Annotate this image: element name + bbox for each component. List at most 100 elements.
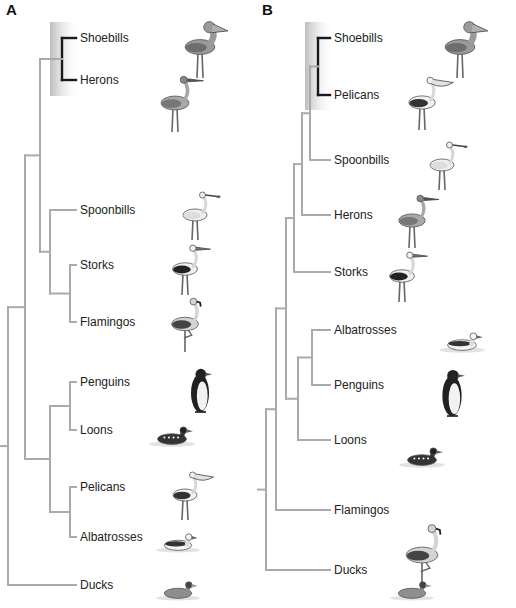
bird-beak xyxy=(187,79,203,82)
bird-leg xyxy=(172,108,178,132)
bird-head xyxy=(447,142,453,148)
tree-branch xyxy=(302,214,330,216)
bird-illustration xyxy=(185,22,228,78)
taxon-label: Spoonbills xyxy=(80,202,135,218)
bird-head xyxy=(190,245,196,251)
bird-wing xyxy=(409,99,428,107)
bird-illustration xyxy=(430,142,468,190)
tree-branch xyxy=(40,251,50,253)
bird-head xyxy=(428,525,436,533)
bird-beak xyxy=(186,429,192,433)
tree-branch xyxy=(50,405,70,407)
bird-head xyxy=(407,252,413,258)
tree-branch xyxy=(25,458,50,460)
taxon-label: Pelicans xyxy=(334,87,379,103)
taxon-label: Herons xyxy=(334,207,373,223)
taxon-label: Albatrosses xyxy=(80,529,143,545)
bird-illustration xyxy=(406,525,440,588)
tree-branch xyxy=(8,306,25,308)
panel-letter: A xyxy=(6,1,17,19)
taxon-label: Shoebills xyxy=(334,30,383,46)
tree-branch xyxy=(276,307,286,309)
bird-belly xyxy=(197,381,208,410)
tree-branch xyxy=(8,584,76,586)
bird-beak xyxy=(464,146,468,149)
bird-beak xyxy=(426,584,432,588)
panel-letter: B xyxy=(262,1,273,19)
taxon-label: Ducks xyxy=(80,577,113,593)
bird-wing xyxy=(172,320,191,328)
bird-wing xyxy=(162,99,182,108)
bird-illustration xyxy=(183,192,221,240)
highlight-branch xyxy=(62,37,76,39)
bird-head xyxy=(200,192,206,198)
taxon-label: Shoebills xyxy=(80,30,129,46)
tree-branch xyxy=(310,66,318,68)
taxon-label: Pelicans xyxy=(80,479,125,495)
bird-leg xyxy=(182,499,188,520)
bird-wing xyxy=(186,43,207,52)
bird-head xyxy=(180,427,187,434)
highlight-branch xyxy=(318,37,330,39)
bird-wing xyxy=(184,212,201,220)
bird-wing xyxy=(174,492,191,500)
taxon-label: Storks xyxy=(80,257,114,273)
bird-illustration xyxy=(149,427,195,447)
bird-illustration xyxy=(390,582,433,601)
tree-branch xyxy=(258,489,266,491)
bird-head xyxy=(186,534,192,540)
bird-illustration xyxy=(390,252,428,302)
bird-illustration xyxy=(156,534,199,553)
tree-branch xyxy=(298,357,312,359)
bird-beak xyxy=(205,373,212,376)
bird-head xyxy=(420,582,426,588)
bird-beak xyxy=(193,474,213,480)
bird-leg xyxy=(182,273,188,295)
bird-beak xyxy=(436,450,442,454)
bird-head xyxy=(180,76,187,83)
bird-leg xyxy=(192,219,198,240)
bird-wing xyxy=(399,217,418,225)
bird-leg xyxy=(457,52,463,78)
tree-branch xyxy=(310,159,330,161)
tree-branch xyxy=(50,511,70,513)
bird-beak xyxy=(192,536,198,540)
bird-spot xyxy=(423,458,425,460)
bird-body xyxy=(442,376,461,416)
bird-beak xyxy=(458,374,465,377)
bird-belly xyxy=(449,383,461,414)
bird-beak xyxy=(431,80,453,87)
bird-illustration xyxy=(173,245,211,295)
bird-spot xyxy=(168,437,170,439)
bird-head xyxy=(417,195,424,202)
bird-spot xyxy=(173,437,175,439)
taxon-label: Loons xyxy=(80,422,113,438)
bird-beak xyxy=(217,196,221,199)
taxon-label: Ducks xyxy=(334,562,367,578)
bird-beak xyxy=(413,254,428,257)
bird-beak xyxy=(197,302,201,307)
bird-illustration xyxy=(156,582,199,601)
bird-wing xyxy=(407,551,429,561)
tree-branch xyxy=(0,445,8,447)
bird-leg xyxy=(419,107,425,130)
taxon-label: Albatrosses xyxy=(334,322,397,338)
tree-branch xyxy=(286,398,298,400)
bird-leg xyxy=(197,52,203,78)
bird-beak xyxy=(436,529,441,535)
bird-illustration xyxy=(445,22,488,78)
bird-illustration xyxy=(172,298,201,352)
highlight-branch xyxy=(62,79,76,81)
tree-branch xyxy=(294,163,302,165)
taxon-label: Spoonbills xyxy=(334,152,389,168)
tree-branch xyxy=(25,154,40,156)
bird-beak xyxy=(196,247,211,250)
taxon-label: Loons xyxy=(334,432,367,448)
bird-beak xyxy=(476,335,482,339)
bird-wing xyxy=(431,162,448,170)
taxon-label: Flamingos xyxy=(334,502,389,518)
bird-wing xyxy=(448,341,471,346)
bird-illustration xyxy=(399,448,445,468)
